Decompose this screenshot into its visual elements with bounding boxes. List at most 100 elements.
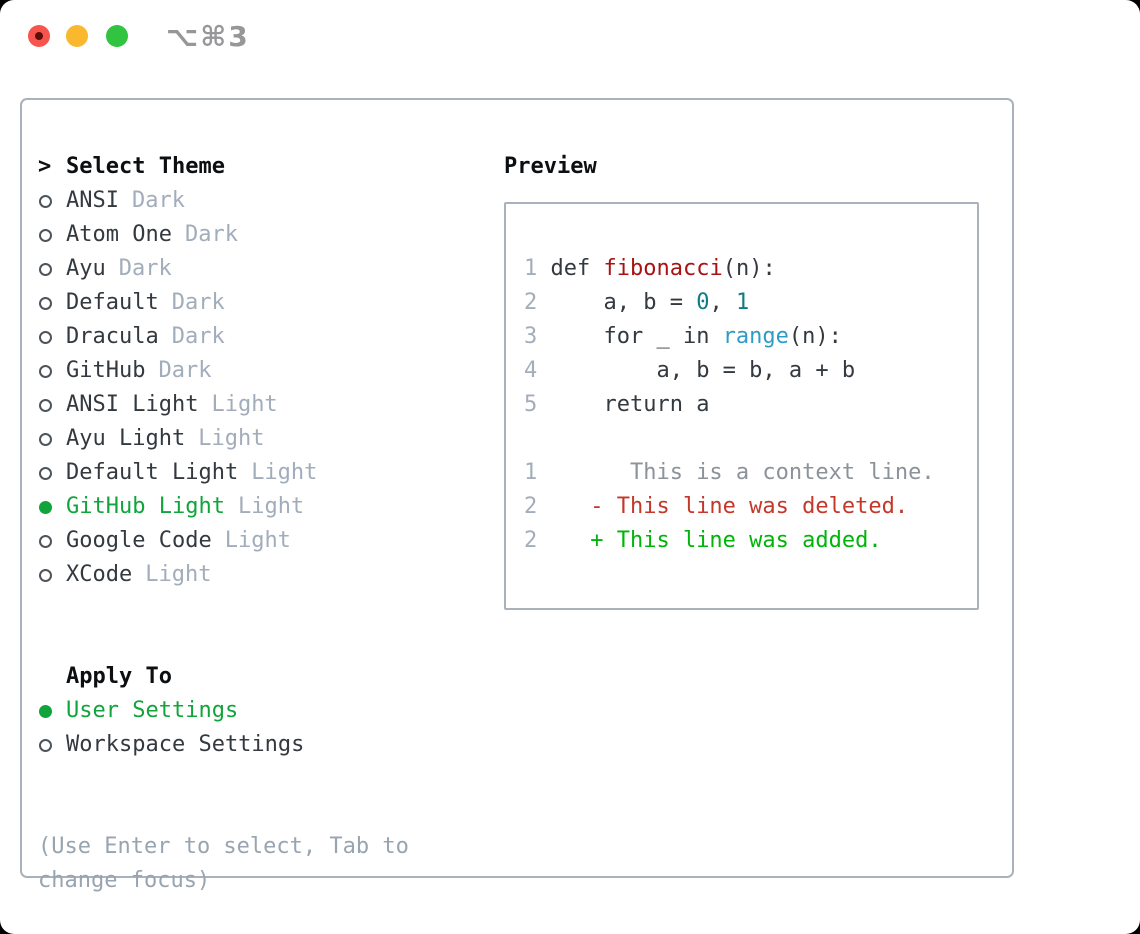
zoom-button[interactable] (106, 25, 128, 47)
preview-column: Preview 1 def fibonacci(n):2 a, b = 0, 1… (504, 150, 979, 610)
radio-unselected-icon (39, 228, 52, 242)
line-number: 5 (524, 392, 538, 417)
radio-unselected-icon (39, 432, 52, 446)
code-segment-code: , (709, 290, 736, 315)
preview-blank-line (524, 422, 977, 456)
radio-marker-cell (38, 364, 66, 378)
line-number: 2 (524, 528, 538, 553)
option-label: Default (66, 290, 159, 315)
close-button[interactable] (28, 25, 50, 47)
radio-unselected-icon (39, 364, 52, 378)
theme-list-header-row: > Select Theme (38, 150, 458, 184)
code-segment-add: + This line was added. (537, 528, 882, 553)
code-segment-code: (n): (722, 256, 776, 281)
code-segment-code: a, b = (537, 290, 697, 315)
option-label: ANSI (66, 188, 119, 213)
option-variant-tag: Dark (118, 256, 172, 281)
option-variant-tag: Light (198, 426, 265, 451)
option-label: Ayu Light (66, 426, 186, 451)
radio-marker-cell (38, 466, 66, 480)
line-number: 2 (524, 290, 538, 315)
preview-line: 5 return a (524, 388, 977, 422)
theme-option[interactable]: Ayu Dark (38, 252, 458, 286)
preview-line: 2 + This line was added. (524, 524, 977, 558)
keyboard-hint: (Use Enter to select, Tab to change focu… (38, 834, 409, 893)
radio-marker-cell (38, 738, 66, 752)
option-variant-tag: Dark (171, 324, 225, 349)
radio-marker-cell (38, 432, 66, 446)
radio-unselected-icon (39, 262, 52, 276)
code-segment-teal: 1 (735, 290, 750, 315)
radio-marker-cell (38, 330, 66, 344)
option-variant-tag: Light (145, 562, 212, 587)
code-segment-code: def (537, 256, 604, 281)
radio-unselected-icon (39, 466, 52, 480)
radio-unselected-icon (39, 738, 52, 752)
code-segment-code: (n): (788, 324, 842, 349)
theme-list-title: Select Theme (66, 154, 225, 179)
line-number: 2 (524, 494, 538, 519)
code-segment-del: - This line was deleted. (537, 494, 909, 519)
theme-option[interactable]: Google Code Light (38, 524, 458, 558)
radio-unselected-icon (39, 534, 52, 548)
preview-line: 1 def fibonacci(n): (524, 252, 977, 286)
option-label: User Settings (66, 698, 239, 723)
option-variant-tag: Light (251, 460, 318, 485)
line-number: 3 (524, 324, 538, 349)
code-segment-red: fibonacci (603, 256, 723, 281)
radio-marker-cell (38, 194, 66, 208)
line-number: 1 (524, 256, 538, 281)
code-segment-teal: 0 (696, 290, 710, 315)
option-label: Google Code (66, 528, 212, 553)
minimize-button[interactable] (66, 25, 88, 47)
apply-to-option[interactable]: Workspace Settings (38, 728, 458, 762)
preview-line: 2 a, b = 0, 1 (524, 286, 977, 320)
section-gap (38, 592, 458, 660)
option-variant-tag: Light (237, 494, 305, 519)
option-label: Ayu (66, 256, 106, 281)
theme-option[interactable]: ANSI Dark (38, 184, 458, 218)
line-number: 1 (524, 460, 538, 485)
option-label: Default Light (66, 460, 239, 485)
preview-line: 3 for _ in range(n): (524, 320, 977, 354)
radio-unselected-icon (39, 568, 52, 582)
radio-selected-icon (39, 500, 52, 514)
radio-unselected-icon (39, 330, 52, 344)
radio-unselected-icon (39, 398, 52, 412)
preview-line: 1 This is a context line. (524, 456, 977, 490)
apply-to-title: Apply To (66, 664, 172, 689)
radio-unselected-icon (39, 296, 52, 310)
preview-line: 2 - This line was deleted. (524, 490, 977, 524)
option-variant-tag: Dark (158, 358, 212, 383)
apply-to-option[interactable]: User Settings (38, 694, 458, 728)
code-segment-blue: range (722, 324, 789, 349)
preview-line: 4 a, b = b, a + b (524, 354, 977, 388)
radio-marker-cell (38, 398, 66, 412)
radio-marker-cell (38, 228, 66, 242)
theme-option[interactable]: Default Light Light (38, 456, 458, 490)
option-variant-tag: Dark (131, 188, 185, 213)
radio-marker-cell (38, 262, 66, 276)
radio-marker-cell (38, 500, 66, 514)
window-title: ⌥⌘3 (166, 20, 250, 53)
preview-title: Preview (504, 154, 597, 179)
option-label: Workspace Settings (66, 732, 305, 757)
radio-marker-cell (38, 568, 66, 582)
option-label: Atom One (66, 222, 172, 247)
code-segment-code: a, b = b, a + b (537, 358, 856, 383)
theme-option[interactable]: Ayu Light Light (38, 422, 458, 456)
option-variant-tag: Light (224, 528, 291, 553)
radio-unselected-icon (39, 194, 52, 208)
option-variant-tag: Light (211, 392, 278, 417)
code-segment-code: return a (537, 392, 710, 417)
